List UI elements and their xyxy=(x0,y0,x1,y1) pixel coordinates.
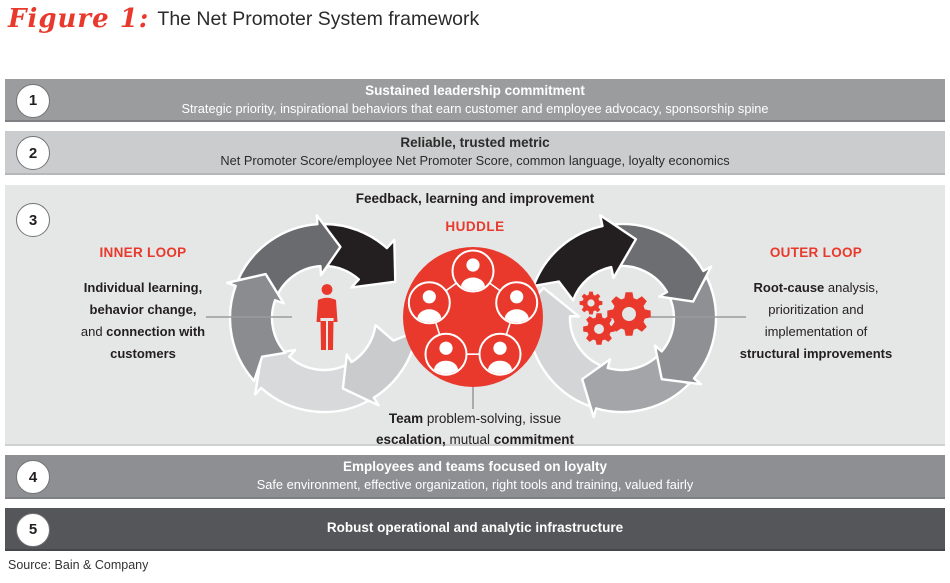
outer-loop-label: OUTER LOOP xyxy=(769,245,863,260)
source-note: Source: Bain & Company xyxy=(8,558,149,572)
huddle-person-icon xyxy=(478,332,522,376)
huddle-label: HUDDLE xyxy=(445,219,505,234)
inner-loop-label: INNER LOOP xyxy=(99,245,187,260)
band-employees-loyalty: 4 Employees and teams focused on loyalty… xyxy=(5,455,945,499)
inner-loop-arrows xyxy=(226,214,419,414)
band5-text: Robust operational and analytic infrastr… xyxy=(327,519,623,537)
step-number-badge-5: 5 xyxy=(16,512,50,547)
band-infrastructure: 5 Robust operational and analytic infras… xyxy=(5,508,945,551)
huddle-person-icon xyxy=(451,249,495,293)
outer-loop-arrows xyxy=(517,214,718,419)
person-icon xyxy=(316,284,338,350)
step-number-badge-2: 2 xyxy=(16,136,50,170)
step-number-badge-4: 4 xyxy=(16,460,50,494)
band2-title: Reliable, trusted metric xyxy=(400,135,550,151)
step-number-badge-1: 1 xyxy=(16,83,50,118)
band4-subtitle: Safe environment, effective organization… xyxy=(256,477,694,493)
band4-text: Employees and teams focused on loyalty S… xyxy=(257,458,694,493)
figure-title: Figure 1: The Net Promoter System framewo… xyxy=(8,4,479,34)
band2-text: Reliable, trusted metric Net Promoter Sc… xyxy=(220,134,729,169)
huddle-person-icon xyxy=(407,281,451,325)
step-number-badge-3: 3 xyxy=(16,203,50,237)
band2-subtitle: Net Promoter Score/employee Net Promoter… xyxy=(220,153,730,169)
gears-icon xyxy=(579,291,651,345)
loops-diagram xyxy=(206,214,746,419)
huddle-person-icon xyxy=(424,332,468,376)
band3-title: Feedback, learning and improvement xyxy=(355,191,595,206)
band1-text: Sustained leadership commitment Strategi… xyxy=(181,82,768,117)
band-feedback-learning: 3 Feedback, learning and improvement HUD… xyxy=(5,185,945,447)
band1-title: Sustained leadership commitment xyxy=(365,82,585,98)
band-leadership-commitment: 1 Sustained leadership commitment Strate… xyxy=(5,79,945,122)
huddle-circle xyxy=(403,247,543,387)
band4-title: Employees and teams focused on loyalty xyxy=(342,459,608,475)
band1-subtitle: Strategic priority, inspirational behavi… xyxy=(181,100,769,116)
band5-title: Robust operational and analytic infrastr… xyxy=(326,520,624,536)
connector-lines xyxy=(206,316,746,409)
band-trusted-metric: 2 Reliable, trusted metric Net Promoter … xyxy=(5,131,945,175)
huddle-person-icon xyxy=(495,281,539,325)
inner-loop-description: Individual learning,behavior change,and … xyxy=(80,280,206,361)
figure-title-text: The Net Promoter System framework xyxy=(157,8,480,30)
figure-number-label: Figure 1: xyxy=(8,4,150,34)
